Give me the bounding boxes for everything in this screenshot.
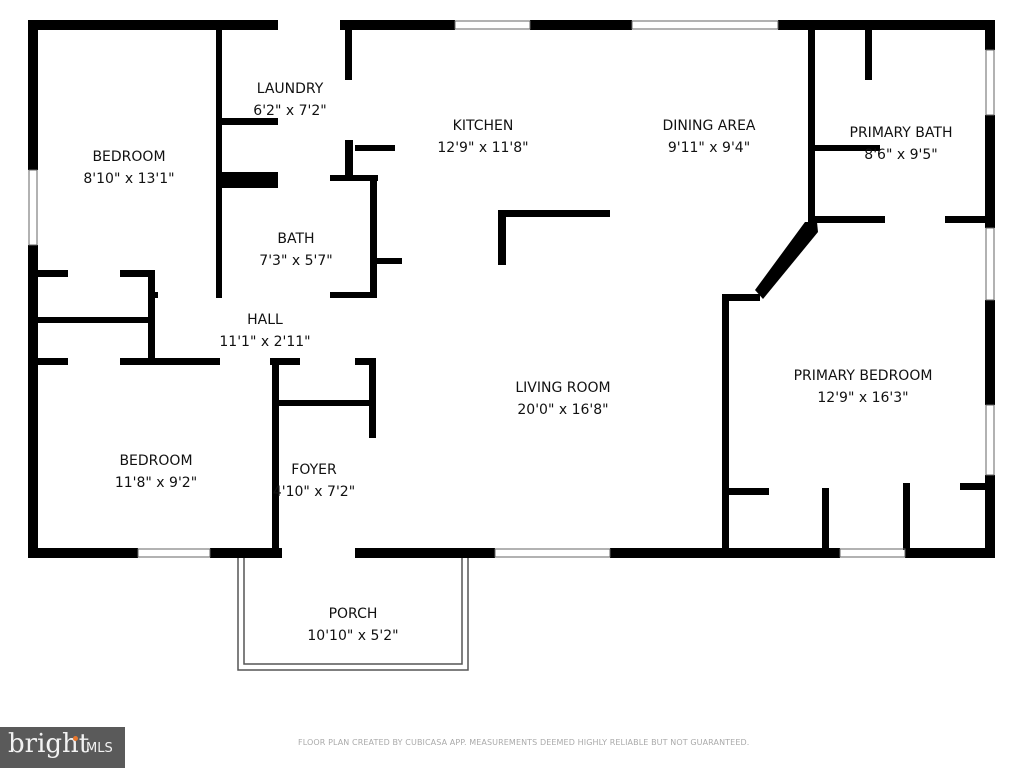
- logo-text: bright: [8, 729, 90, 759]
- bright-mls-logo: bright MLS: [0, 727, 125, 768]
- disclaimer-text: FLOOR PLAN CREATED BY CUBICASA APP. MEAS…: [298, 738, 750, 747]
- porch: [237, 558, 469, 671]
- windows: [28, 20, 995, 558]
- logo-suffix: MLS: [86, 741, 113, 756]
- floor-plan: [28, 20, 995, 671]
- logo-accent-dot: [73, 736, 78, 741]
- walls: [28, 20, 995, 558]
